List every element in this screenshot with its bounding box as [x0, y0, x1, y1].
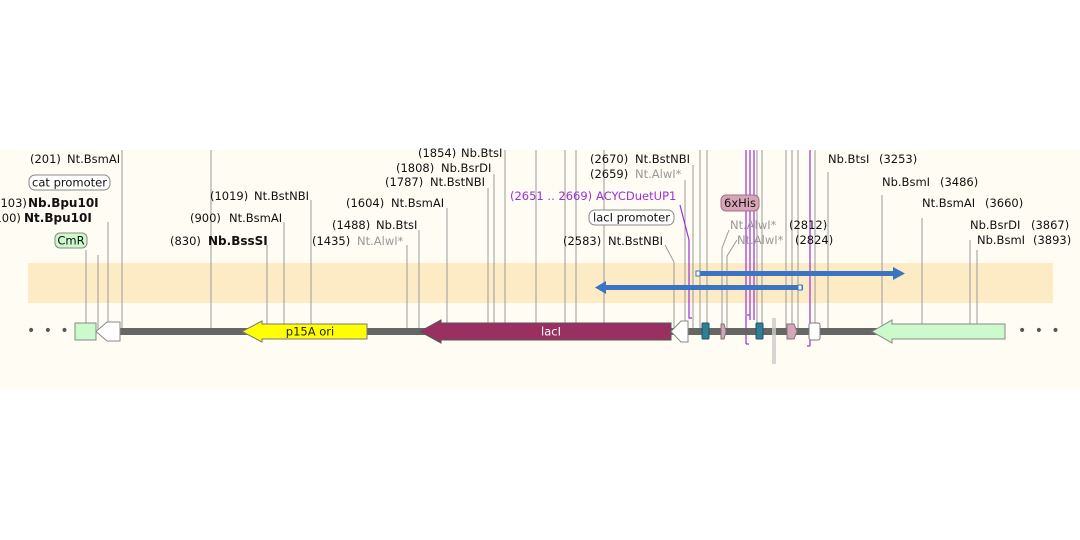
site-position: (1435) [312, 234, 350, 248]
site-position: (1019) [210, 189, 248, 203]
site-position: (1488) [332, 218, 370, 232]
site-position: (2670) [590, 152, 628, 166]
tag-box [588, 209, 675, 226]
enzyme-name[interactable]: Nb.BssSI [208, 234, 268, 248]
orf-start-marker [695, 270, 701, 277]
tag-lacI-promoter[interactable]: lacI promoter [588, 209, 675, 226]
site-position: (2812) [789, 218, 827, 232]
primer-range: (2651 .. 2669) [510, 189, 592, 203]
site-position: (100) [0, 211, 21, 225]
cut-site-lines [85, 150, 978, 330]
site-position: (1854) [418, 146, 456, 160]
enzyme-name[interactable]: Nt.BsmAI [922, 196, 975, 210]
site-position: (3867) [1031, 218, 1069, 232]
tag-CmR[interactable]: CmR [54, 232, 88, 249]
tag-box [54, 232, 88, 249]
orf-band [28, 263, 1053, 303]
p15A-ori-feature[interactable]: p15A ori [240, 320, 368, 343]
enzyme-name[interactable]: Nb.BsrDI [441, 161, 491, 175]
p15A-ori-arrow [240, 320, 368, 343]
ellipsis-right[interactable]: • • • [1018, 323, 1062, 339]
orf-arrowhead [595, 281, 606, 294]
site-position: (3253) [879, 152, 917, 166]
site-position: (1808) [396, 161, 434, 175]
orf-start-marker [797, 284, 803, 291]
cut-line [726, 239, 738, 257]
cursor-marker[interactable] [772, 318, 776, 364]
enzyme-name[interactable]: Nt.BsmAI [67, 152, 120, 166]
lacI-label: lacI [541, 325, 561, 339]
enzyme-name[interactable]: Nb.BtsI [376, 218, 417, 232]
p15A-ori-label: p15A ori [286, 325, 334, 339]
site-position: (3893) [1033, 233, 1071, 247]
site-position: (2659) [590, 167, 628, 181]
enzyme-name[interactable]: Nt.AlwI* [737, 233, 784, 247]
site-position: (2824) [795, 233, 833, 247]
tag-cat-promoter[interactable]: cat promoter [28, 174, 111, 191]
enzyme-name[interactable]: Nt.BstNBI [254, 189, 309, 203]
site-position: (201) [30, 152, 61, 166]
ellipsis-left[interactable]: • • • [27, 323, 71, 339]
site-position: (103) [0, 196, 27, 210]
enzyme-name[interactable]: Nb.BsmI [882, 175, 930, 189]
CmR-arrow [870, 319, 1006, 344]
enzyme-name[interactable]: Nb.BsmI [977, 233, 1025, 247]
cmr-fragment-left[interactable] [74, 322, 97, 341]
enzyme-name[interactable]: Nt.BstNBI [608, 234, 663, 248]
enzyme-name[interactable]: Nb.BtsI [828, 152, 869, 166]
enzyme-name[interactable]: Nt.BstNBI [635, 152, 690, 166]
site-position: (900) [190, 211, 221, 225]
enzyme-name[interactable]: Nt.Bpu10I [24, 211, 92, 225]
lacI-feature[interactable]: lacI [418, 319, 672, 344]
lacI-promoter-feature[interactable] [670, 320, 689, 343]
tag-box [720, 194, 760, 212]
rbs-feature[interactable] [720, 323, 727, 340]
primer-name[interactable]: ACYCDuetUP1 [596, 189, 676, 203]
tag-label: 6xHis [724, 196, 756, 210]
enzyme-name[interactable]: Nt.BstNBI [430, 175, 485, 189]
enzyme-name[interactable]: Nt.AlwI* [635, 167, 682, 181]
small-feature[interactable] [808, 322, 821, 341]
site-position: (1787) [385, 175, 423, 189]
enzyme-name[interactable]: Nt.AlwI* [730, 218, 777, 232]
primer-line [679, 204, 690, 241]
tag-6xHis[interactable]: 6xHis [720, 194, 760, 212]
tag-label: lacI promoter [593, 211, 670, 225]
site-position: (1604) [346, 196, 384, 210]
orf-forward[interactable] [695, 267, 905, 280]
enzyme-name[interactable]: Nb.BtsI [461, 146, 502, 160]
cat-promoter-feature[interactable] [95, 321, 121, 342]
six-his-feature[interactable] [786, 323, 798, 340]
orf-arrowhead [893, 267, 905, 280]
enzyme-labels: (201) Nt.BsmAI (103) Nb.Bpu10I (100) Nt.… [0, 146, 1071, 248]
tag-label: CmR [57, 234, 84, 248]
orf-bar [605, 285, 803, 290]
enzyme-name[interactable]: Nt.BsmAI [229, 211, 282, 225]
orf-reverse[interactable] [595, 281, 803, 294]
enzyme-name[interactable]: Nt.BsmAI [391, 196, 444, 210]
tag-box [28, 174, 111, 191]
lac-operator-feature[interactable] [701, 322, 710, 340]
site-position: (2583) [563, 234, 601, 248]
primer-lines [679, 150, 811, 347]
cut-line [664, 244, 675, 263]
enzyme-name[interactable]: Nb.BsrDI [970, 218, 1020, 232]
lac-operator-feature[interactable] [755, 322, 764, 340]
enzyme-name[interactable]: Nb.Bpu10I [28, 196, 99, 210]
CmR-feature[interactable] [870, 319, 1006, 344]
site-position: (3660) [985, 196, 1023, 210]
tag-label: cat promoter [32, 176, 107, 190]
enzyme-name[interactable]: Nt.AlwI* [357, 234, 404, 248]
cut-line [721, 229, 730, 249]
primer-line [688, 240, 692, 319]
site-position: (3486) [940, 175, 978, 189]
site-position: (830) [170, 234, 201, 248]
orf-bar [698, 271, 893, 276]
